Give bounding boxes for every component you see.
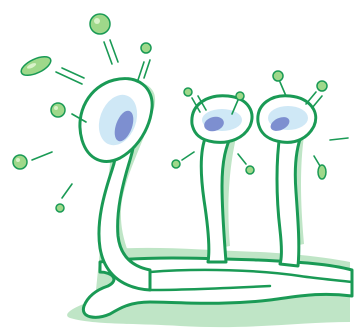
spore [90, 14, 110, 34]
spore [19, 53, 54, 79]
flow-line [330, 138, 348, 140]
spore [141, 43, 151, 53]
flow-line [138, 62, 144, 80]
spore [236, 92, 244, 100]
flow-line [314, 156, 320, 166]
flow-line [182, 152, 194, 160]
spore [56, 204, 64, 212]
flow-line [306, 92, 316, 104]
spore [317, 81, 327, 91]
flow-line [56, 72, 82, 84]
spore [318, 165, 326, 179]
flow-line [104, 42, 112, 64]
spore [13, 155, 27, 169]
flow-line [280, 82, 286, 96]
flow-line [238, 154, 246, 164]
body-layer [80, 79, 352, 318]
spore [172, 160, 180, 168]
flow-line [110, 40, 118, 62]
flow-line [32, 152, 52, 160]
spore [273, 71, 283, 81]
flow-line [62, 184, 72, 198]
flow-line [312, 96, 322, 108]
spore [51, 103, 65, 117]
spore [184, 88, 192, 96]
spore [246, 166, 254, 174]
flow-line [144, 60, 150, 78]
